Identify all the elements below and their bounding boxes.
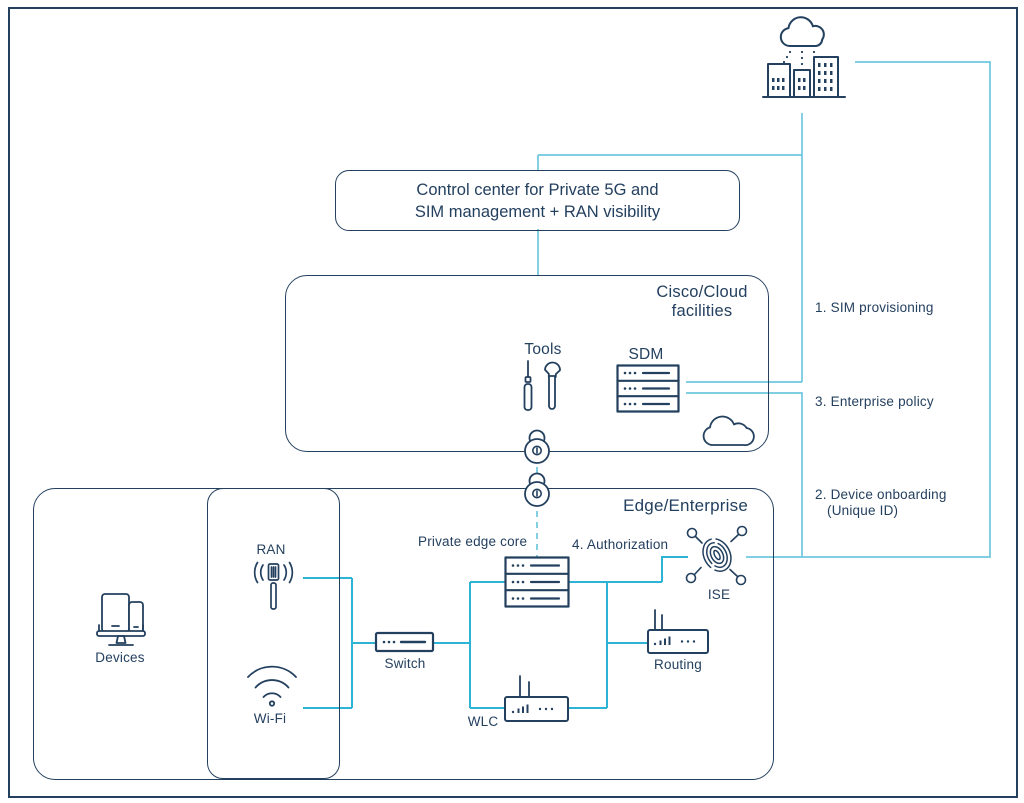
private-edge-core-icon bbox=[504, 556, 570, 608]
ran-antenna-icon bbox=[253, 561, 294, 610]
tools-label: Tools bbox=[524, 341, 562, 358]
ise-label: ISE bbox=[707, 587, 731, 602]
lock-icon bbox=[524, 472, 550, 507]
wifi-icon bbox=[247, 665, 297, 707]
facilities-title: Cisco/Cloud facilities bbox=[656, 283, 748, 320]
devices-icon bbox=[96, 593, 146, 646]
connector-hq-to-ise bbox=[746, 61, 991, 558]
annotation-authorization: 4. Authorization bbox=[572, 537, 669, 552]
private-edge-core-label: Private edge core bbox=[418, 534, 528, 549]
connector-sdm-policy bbox=[686, 392, 803, 557]
access-box bbox=[207, 488, 340, 779]
ise-icon bbox=[685, 525, 748, 586]
annotation-device-onboarding: 2. Device onboarding (Unique ID) bbox=[815, 487, 947, 518]
lock-icon bbox=[524, 429, 550, 464]
wifi-label: Wi-Fi bbox=[253, 711, 287, 726]
sdm-label: SDM bbox=[628, 346, 664, 363]
routing-label: Routing bbox=[654, 657, 702, 672]
sdm-server-icon bbox=[616, 364, 680, 413]
annotation-enterprise-policy: 3. Enterprise policy bbox=[815, 394, 934, 409]
annotation-sim-provisioning: 1. SIM provisioning bbox=[815, 300, 934, 315]
edge-title: Edge/Enterprise bbox=[623, 496, 748, 515]
ran-label: RAN bbox=[256, 542, 286, 557]
cloud-icon bbox=[702, 415, 755, 446]
wlc-icon bbox=[504, 675, 569, 722]
control-center-box: Control center for Private 5G and SIM ma… bbox=[335, 170, 740, 231]
wlc-label: WLC bbox=[467, 714, 499, 729]
switch-label: Switch bbox=[384, 656, 426, 671]
edge-enterprise-box bbox=[33, 488, 774, 780]
outer-frame bbox=[8, 7, 1018, 798]
routing-icon bbox=[647, 609, 709, 654]
control-center-title: Control center for Private 5G and SIM ma… bbox=[414, 180, 661, 221]
switch-icon bbox=[374, 631, 435, 653]
devices-label: Devices bbox=[95, 650, 145, 665]
cloud-buildings-icon bbox=[762, 16, 846, 98]
tools-icon bbox=[523, 360, 561, 411]
connector-core-to-ise bbox=[661, 556, 688, 582]
